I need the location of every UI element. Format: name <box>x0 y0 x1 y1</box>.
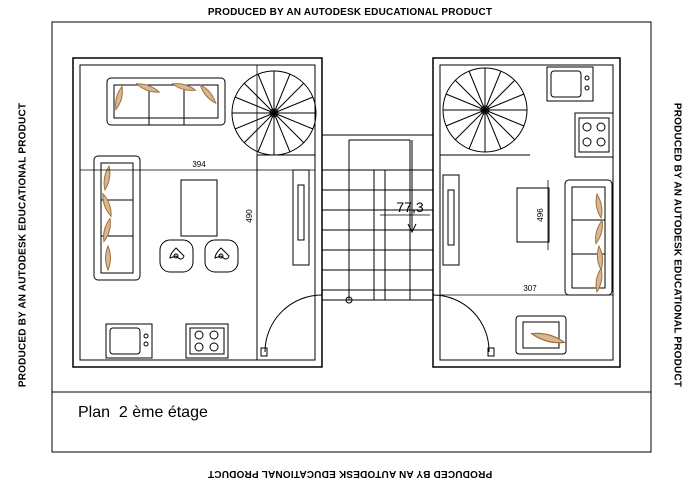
wardrobe-left <box>292 169 310 266</box>
cooktop-right <box>574 112 614 158</box>
dimension-right-width: 307 <box>523 284 537 293</box>
spiral-stair-left <box>231 70 317 156</box>
spiral-stair-right <box>442 67 528 153</box>
dimension-lines <box>79 65 614 360</box>
coffee-table-right <box>516 187 550 243</box>
cooktop-left <box>185 323 229 359</box>
sofa-top-left <box>106 77 226 126</box>
kitchen-sink-right <box>546 66 594 102</box>
plan-caption: Plan 2 ème étage <box>78 404 208 421</box>
dimension-left-height: 490 <box>245 209 254 223</box>
sofa-left <box>93 155 141 281</box>
central-staircase <box>321 134 434 304</box>
watermark-top: PRODUCED BY AN AUTODESK EDUCATIONAL PROD… <box>207 7 493 18</box>
armchair-right <box>515 315 567 355</box>
sofa-right <box>564 179 613 296</box>
dimension-left-width: 394 <box>192 160 206 169</box>
dimension-labels: 394 490 496 307 77,3 <box>192 160 545 293</box>
dimension-right-height: 496 <box>536 208 545 222</box>
kitchen-sink-left <box>105 323 153 359</box>
coffee-table-left <box>180 179 218 237</box>
door-swings <box>260 294 495 357</box>
dimension-stair-landing: 77,3 <box>396 199 423 215</box>
drawing-frame <box>51 21 652 453</box>
armchairs-left <box>159 239 239 273</box>
wardrobe-right <box>442 174 460 266</box>
